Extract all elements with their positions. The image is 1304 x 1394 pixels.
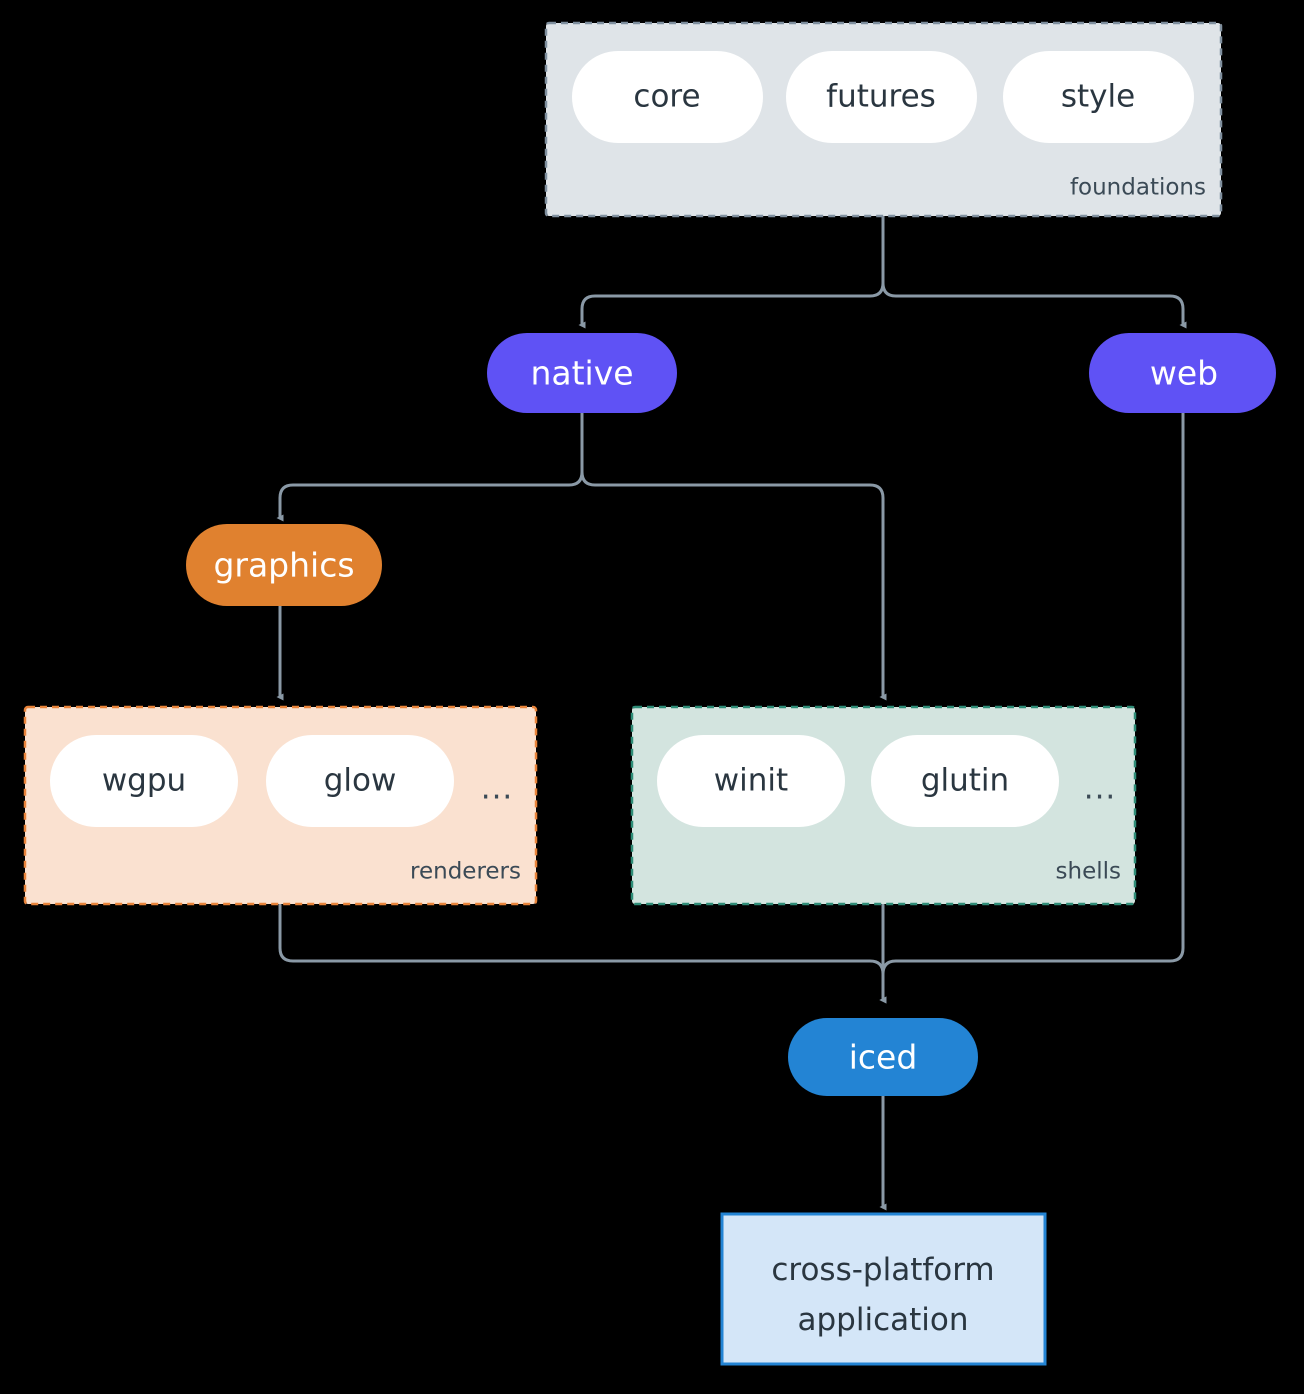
leaf-core-label: core	[633, 79, 700, 115]
node-web-label: web	[1150, 354, 1218, 393]
edge-native-graphics	[276, 411, 584, 522]
node-iced[interactable]: iced	[788, 1018, 978, 1096]
node-graphics-label: graphics	[213, 546, 354, 585]
node-cross-platform-application[interactable]: cross-platform application	[720, 1212, 1047, 1366]
edge-layer	[276, 214, 1187, 1211]
application-label-line2: application	[798, 1302, 969, 1338]
node-iced-label: iced	[849, 1038, 918, 1077]
edge-foundations-web	[881, 214, 1187, 329]
leaf-core[interactable]	[572, 51, 763, 143]
cluster-shells: winit glutin ... shells	[630, 705, 1137, 906]
leaf-style-label: style	[1061, 79, 1135, 115]
leaf-glow-label: glow	[324, 763, 397, 799]
edge-web-iced	[879, 411, 1185, 1004]
cluster-foundations: core futures style foundations	[544, 21, 1223, 218]
node-web-shape[interactable]	[1089, 333, 1276, 413]
node-native-label: native	[530, 354, 633, 393]
leaf-glutin-label: glutin	[921, 763, 1009, 799]
leaf-glutin[interactable]	[871, 735, 1059, 827]
node-native-shape[interactable]	[487, 333, 677, 413]
node-native[interactable]: native	[487, 333, 677, 413]
node-graphics-shape[interactable]	[186, 524, 382, 606]
application-box-shape[interactable]	[720, 1212, 1047, 1366]
cluster-shells-label: shells	[1056, 859, 1121, 885]
edge-renderers-iced	[278, 903, 887, 1004]
leaf-glow[interactable]	[266, 735, 454, 827]
leaf-winit-label: winit	[714, 763, 788, 799]
node-web[interactable]: web	[1089, 333, 1276, 413]
node-graphics[interactable]: graphics	[186, 524, 382, 606]
leaf-winit[interactable]	[657, 735, 845, 827]
cluster-foundations-label: foundations	[1070, 175, 1206, 201]
leaf-wgpu-label: wgpu	[102, 763, 186, 799]
cluster-renderers-label: renderers	[410, 859, 521, 885]
edge-native-shells	[580, 411, 887, 701]
leaf-futures[interactable]	[786, 51, 977, 143]
leaf-style[interactable]	[1003, 51, 1194, 143]
shells-overflow-ellipsis: ...	[1084, 771, 1117, 807]
cluster-renderers: wgpu glow ... renderers	[23, 705, 538, 906]
renderers-overflow-ellipsis: ...	[481, 771, 514, 807]
leaf-futures-label: futures	[826, 79, 936, 115]
edge-foundations-native	[578, 214, 885, 329]
application-label-line1: cross-platform	[771, 1252, 994, 1288]
node-iced-shape[interactable]	[788, 1018, 978, 1096]
leaf-wgpu[interactable]	[50, 735, 238, 827]
